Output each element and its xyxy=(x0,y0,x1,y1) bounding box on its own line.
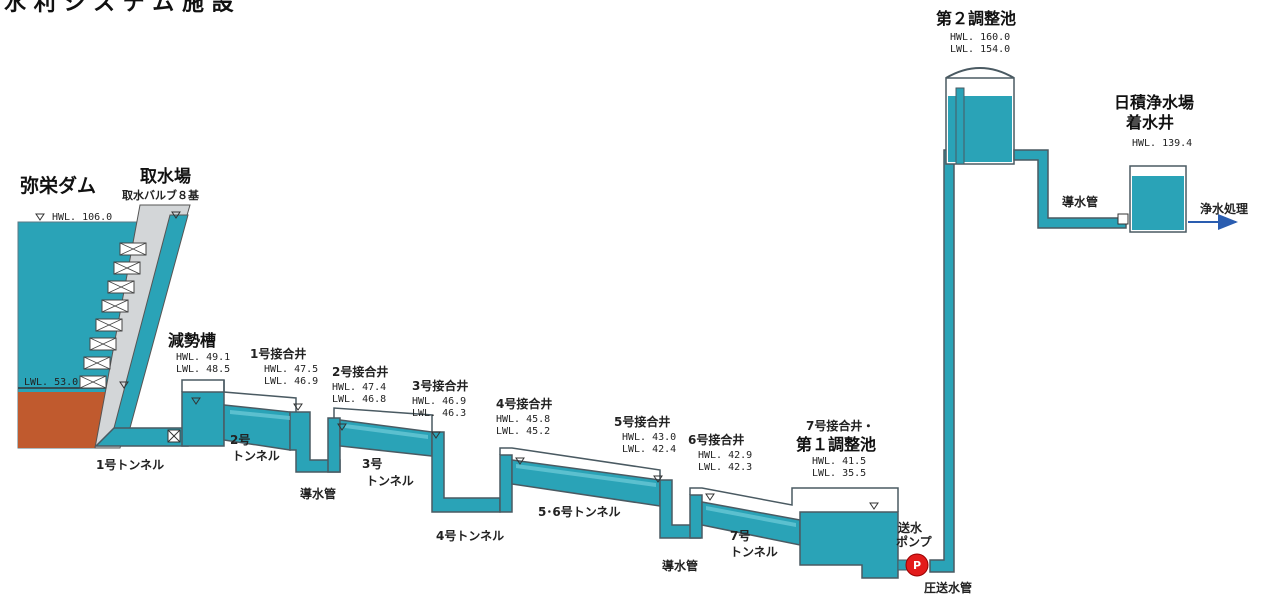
plant-hwl: HWL. 139.4 xyxy=(1132,138,1192,149)
tunnel-1-label: 1号トンネル xyxy=(96,457,164,472)
tank-level-marker xyxy=(191,397,201,405)
dam-lwl: LWL. 53.0 xyxy=(24,377,78,388)
junction-5-name: 5号接合井 xyxy=(614,414,670,429)
water-conduit xyxy=(94,391,899,579)
junction-4-hwl: HWL. 45.8 xyxy=(496,414,550,425)
junction-3-drop xyxy=(431,431,501,513)
energy-tank-lwl: LWL. 48.5 xyxy=(176,364,230,375)
dam-name: 弥栄ダム xyxy=(20,174,96,197)
junction-2-name: 2号接合井 xyxy=(332,364,388,379)
reservoir-2 xyxy=(945,67,1015,165)
pump-label-line2: ポンプ xyxy=(896,534,933,549)
junction-6-hwl: HWL. 42.9 xyxy=(698,450,752,461)
tunnel-4-label: 4号トンネル xyxy=(436,528,504,543)
pressure-pipe-label: 圧送水管 xyxy=(924,580,972,595)
junction-4-marker xyxy=(515,457,525,465)
reservoir-1-name-line2: 第１調整池 xyxy=(796,435,876,454)
junction-5-hwl: HWL. 43.0 xyxy=(622,432,676,443)
reservoir-1-water xyxy=(799,511,899,579)
reservoir-2-hwl: HWL. 160.0 xyxy=(950,32,1010,43)
junction-6-marker xyxy=(705,493,715,501)
tunnel-7-label-a: 7号 xyxy=(730,528,750,543)
pump-icon xyxy=(905,553,929,577)
reservoir-1-hwl: HWL. 41.5 xyxy=(812,456,866,467)
intake-name: 取水場 xyxy=(140,166,191,187)
junction-4-riser xyxy=(499,454,513,513)
intake-valve-marks xyxy=(79,242,147,389)
dam xyxy=(17,221,146,449)
tunnel-7-label-b: トンネル xyxy=(730,545,778,559)
junction-1-lwl: LWL. 46.9 xyxy=(264,376,318,387)
reservoir-2-lwl: LWL. 154.0 xyxy=(950,44,1010,55)
energy-tank-name: 減勢槽 xyxy=(168,331,216,350)
intake-hwl-marker xyxy=(171,211,181,219)
intake-tower xyxy=(79,204,191,449)
pump-symbol: P xyxy=(913,559,921,572)
energy-tank-flow xyxy=(181,391,225,447)
junction-2-lwl: LWL. 46.8 xyxy=(332,394,386,405)
junction-1-marker xyxy=(293,403,303,411)
plant-name-line1: 日積浄水場 xyxy=(1114,93,1194,112)
intake-lwl-marker xyxy=(119,381,129,389)
tunnel-valve xyxy=(167,429,181,443)
junction-1-hwl: HWL. 47.5 xyxy=(264,364,318,375)
dam-hwl: HWL. 106.0 xyxy=(52,212,112,223)
reservoir-1-name-line1: 7号接合井・ xyxy=(806,418,874,433)
energy-tank-hwl: HWL. 49.1 xyxy=(176,352,230,363)
page-title-partial: 水 利 シ ス テ ム 施 設 xyxy=(4,0,235,16)
junction-3-lwl: LWL. 46.3 xyxy=(412,408,466,419)
intake-valves-label: 取水バルブ８基 xyxy=(122,188,200,202)
dam-sediment xyxy=(18,392,108,448)
plant-name-line2: 着水井 xyxy=(1125,113,1174,132)
output-label: 浄水処理 xyxy=(1200,201,1248,216)
tunnel-2-label-b: トンネル xyxy=(232,449,280,463)
junction-6-name: 6号接合井 xyxy=(688,432,744,447)
junction-6-riser xyxy=(689,494,703,539)
junction-2-riser xyxy=(327,417,341,473)
junction-6-lwl: LWL. 42.3 xyxy=(698,462,752,473)
tunnel-3-label-a: 3号 xyxy=(362,456,382,471)
tunnel-3-label-b: トンネル xyxy=(366,474,414,488)
junction-4-lwl: LWL. 45.2 xyxy=(496,426,550,437)
pump-label-line1: 送水 xyxy=(897,520,923,535)
junction-3-marker xyxy=(431,431,441,439)
conduit-to-plant xyxy=(1013,149,1127,229)
junction-2-hwl: HWL. 47.4 xyxy=(332,382,386,393)
junction-4-name: 4号接合井 xyxy=(496,396,552,411)
junction-5-marker xyxy=(653,475,663,483)
junction-3-hwl: HWL. 46.9 xyxy=(412,396,466,407)
junction-3-name: 3号接合井 xyxy=(412,378,468,393)
junction-2-marker xyxy=(337,423,347,431)
junction-5-lwl: LWL. 42.4 xyxy=(622,444,676,455)
reservoir-1-lwl: LWL. 35.5 xyxy=(812,468,866,479)
conduit-label-1: 導水管 xyxy=(300,486,336,501)
structure-walls xyxy=(181,379,899,512)
water-highlights xyxy=(230,410,796,527)
junction-1-name: 1号接合井 xyxy=(250,346,306,361)
reservoir-1-marker xyxy=(869,502,879,510)
dam-hwl-marker xyxy=(35,213,45,221)
plant-receiving-well xyxy=(1129,165,1187,233)
tunnel-5-6-label: 5･6号トンネル xyxy=(538,504,620,519)
plant-valve xyxy=(1117,213,1129,225)
conduit-label-2: 導水管 xyxy=(662,558,698,573)
conduit-label-3: 導水管 xyxy=(1062,194,1098,209)
pressure-pipe xyxy=(897,149,969,573)
tunnel-2-label-a: 2号 xyxy=(230,432,250,447)
reservoir-2-name: 第２調整池 xyxy=(936,9,1016,28)
